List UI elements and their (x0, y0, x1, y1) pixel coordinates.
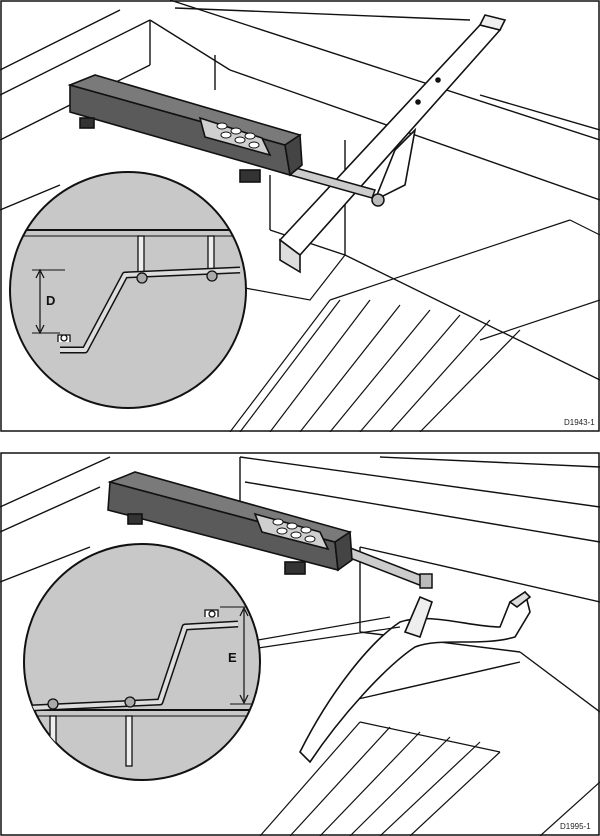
tiller-pilot-unit (107, 471, 353, 575)
tiller-pilot-diagram-bottom: E D1995-1 (0, 452, 600, 836)
cockpit-outline (0, 0, 600, 381)
zoom-leader (244, 254, 346, 301)
reference-code-top: D1943-1 (564, 418, 595, 427)
cockpit-grating (229, 219, 600, 432)
dimension-label-d: D (46, 293, 55, 308)
reference-code-bottom: D1995-1 (560, 822, 591, 831)
tiller-pilot-diagram-top: D D1943-1 (0, 0, 600, 432)
tiller-pilot-unit (67, 74, 303, 183)
pushrod (331, 541, 433, 589)
detail-circle-bottom: E (23, 543, 261, 781)
tiller (299, 590, 532, 764)
diagram-top-panel: D D1943-1 (0, 0, 600, 432)
dimension-label-e: E (228, 650, 237, 665)
zoom-leader-2 (257, 626, 401, 649)
zoom-leader (257, 616, 391, 641)
cockpit-grating (259, 721, 600, 836)
tiller (278, 14, 507, 274)
detail-circle-top: D (9, 171, 247, 409)
diagram-bottom-panel: E D1995-1 (0, 452, 600, 836)
